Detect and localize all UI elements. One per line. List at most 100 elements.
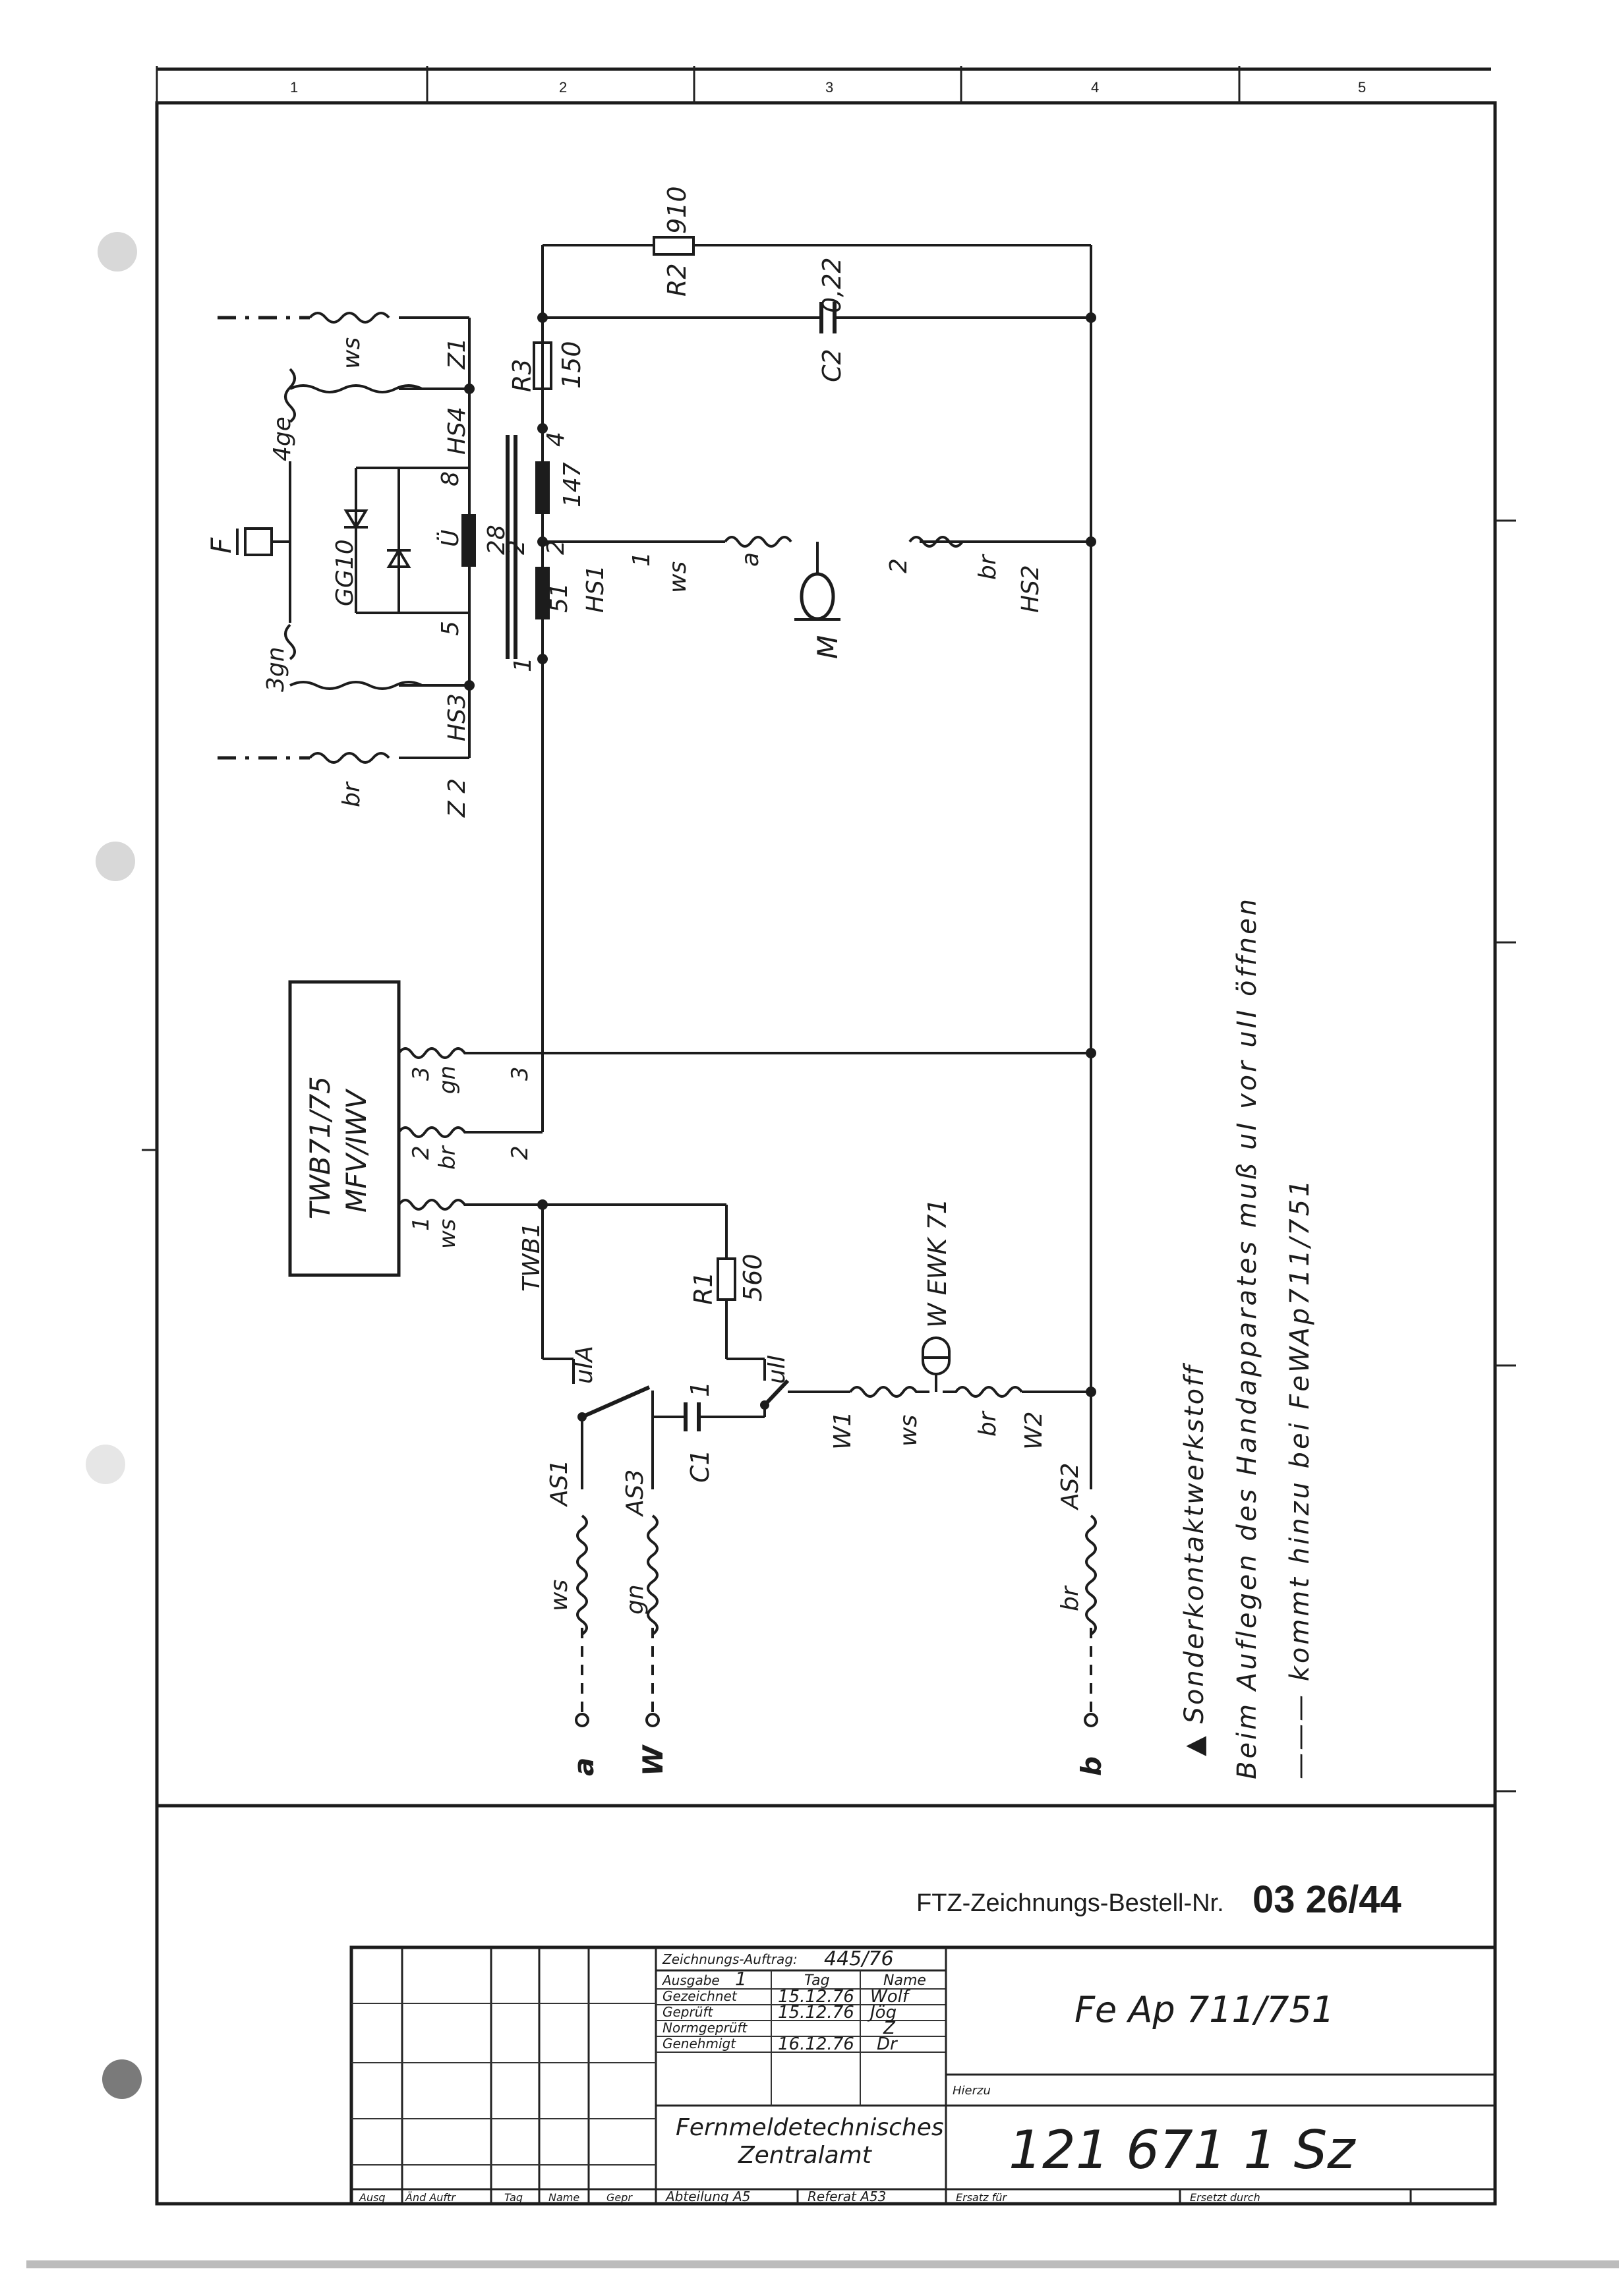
keypad-module-line1: TWB71/75 <box>304 1076 336 1219</box>
tag-header: Tag <box>804 1972 830 1989</box>
keypad-pin-ws: ws <box>434 1219 461 1249</box>
bottom-label-name: Name <box>548 2191 579 2204</box>
r1-resistor <box>717 1257 736 1301</box>
auftrag-value: 445/76 <box>824 1947 894 1970</box>
row-geprueft-label: Geprüft <box>662 2004 713 2020</box>
organisation-line2: Zentralamt <box>738 2142 873 2169</box>
order-number-value: 03 26/44 <box>1252 1878 1401 1921</box>
transformer-terminal: Ü <box>436 530 464 547</box>
wire-color-br-line: br <box>1057 1585 1084 1611</box>
r2-value: 910 <box>662 186 692 234</box>
organisation-line1: Fernmeldetechnisches <box>676 2114 944 2141</box>
row-genehmigt-label: Genehmigt <box>662 2036 736 2052</box>
dialer-cords <box>849 1386 1023 1398</box>
drawing-title: Fe Ap 711/751 <box>1074 1989 1334 2030</box>
terminal-hs1: HS1 <box>582 565 609 613</box>
junction-dots <box>464 312 1096 1397</box>
handset-cord-wires <box>284 312 964 764</box>
line-cords <box>576 1514 1097 1636</box>
bottom-label-abteilung: Abteilung A5 <box>664 2189 750 2204</box>
bottom-label-ersetzt: Ersetzt durch <box>1190 2191 1260 2204</box>
terminal-w1: W1 <box>829 1412 856 1450</box>
transformer-terminal: 2 <box>543 540 570 555</box>
zone-label: 4 <box>1091 79 1099 96</box>
row-gezeichnet-label: Gezeichnet <box>662 1988 738 2004</box>
line-terminal-w <box>645 1713 660 1727</box>
keypad-pin-2: 2 <box>408 1145 434 1160</box>
r3-value: 150 <box>557 341 586 389</box>
switch-uii-label: uII <box>763 1355 790 1384</box>
punch-hole <box>86 1445 125 1484</box>
terminal-z1: Z1 <box>444 337 471 370</box>
zone-label: 1 <box>290 79 298 96</box>
terminal-w2: W2 <box>1020 1412 1047 1450</box>
row-geprueft-date: 15.12.76 <box>778 2003 854 2023</box>
keypad-pin-br: br <box>434 1145 461 1170</box>
transformer-terminal: 4 <box>543 432 570 447</box>
c1-label: C1 <box>686 1449 715 1483</box>
transformer-winding-28 <box>461 514 476 567</box>
keypad-pin-2b: 2 <box>507 1145 533 1160</box>
keypad-module-box <box>288 980 401 1277</box>
r2-resistor <box>653 236 695 256</box>
punch-hole <box>96 842 135 881</box>
earpiece-label: F <box>205 537 237 554</box>
note-optional: ——— kommt hinzu bei FeWAp711/751 <box>1285 1178 1315 1780</box>
wire-color-br-dial: br <box>974 1410 1001 1437</box>
scan-edge <box>26 2260 1619 2268</box>
switch-uia-label: uIA <box>571 1346 598 1384</box>
name-header: Name <box>883 1972 926 1989</box>
wire-color-4ge: 4ge <box>269 416 296 461</box>
ausgabe-label: Ausgabe <box>661 1972 720 1988</box>
terminal-hs4: HS4 <box>444 407 471 455</box>
dialer-label: W EWK 71 <box>923 1198 952 1328</box>
terminal-z2: Z 2 <box>444 778 471 818</box>
r3-label: R3 <box>508 359 537 392</box>
keypad-module-line2: MFV/IWV <box>340 1088 372 1213</box>
keypad-pin-gn: gn <box>434 1066 461 1094</box>
transformer-winding-51 <box>535 567 550 619</box>
wire-color-ws: ws <box>338 337 365 369</box>
row-genehmigt-date: 16.12.76 <box>778 2034 854 2054</box>
terminal-1: 1 <box>628 552 655 567</box>
rectifier-diodes <box>343 509 411 568</box>
terminal-2: 2 <box>885 558 912 573</box>
terminal-as3: AS3 <box>622 1470 649 1517</box>
microphone-symbol <box>794 542 840 621</box>
transformer-ratio-top: 2 <box>503 540 530 555</box>
note-special-contact: ▲ Sonderkontaktwerkstoff <box>1179 1362 1210 1756</box>
title-block-grid <box>349 1945 1497 2206</box>
terminal-as2: AS2 <box>1057 1463 1084 1510</box>
row-genehmigt-name: Dr <box>877 2034 898 2054</box>
dialer-symbol <box>922 1336 951 1392</box>
wire-color-3gn: 3gn <box>262 646 289 692</box>
row-gezeichnet-date: 15.12.76 <box>778 1987 854 2007</box>
hook-switch-contacts <box>572 1359 790 1421</box>
keypad-pin-3b: 3 <box>507 1066 533 1081</box>
bottom-label-aend: Änd Auftr <box>405 2191 456 2204</box>
wire-color-ws-line: ws <box>546 1580 573 1611</box>
keypad-pin-3: 3 <box>408 1066 434 1081</box>
zone-label: 5 <box>1358 79 1366 96</box>
order-number-label: FTZ-Zeichnungs-Bestell-Nr. <box>916 1889 1224 1917</box>
rectifier-label: GG10 <box>332 539 359 606</box>
transformer-terminal: 8 <box>437 471 464 486</box>
row-gezeichnet-name: Wolf <box>870 1987 911 2007</box>
transformer-ratio-bottom: 28 <box>483 525 510 555</box>
keypad-connectors <box>397 1047 491 1211</box>
wire-color-ws-mic: ws <box>664 561 692 593</box>
bottom-label-gepr: Gepr <box>606 2191 633 2204</box>
c2-capacitor <box>819 302 837 333</box>
transformer-winding-147 <box>535 461 550 514</box>
note-hook-order: Beim Auflegen des Handapparates muß uI v… <box>1232 896 1262 1779</box>
row-geprueft-name: Jög <box>867 2003 897 2023</box>
transformer-winding-label: 147 <box>559 462 586 507</box>
wire-color-gn-line: gn <box>622 1584 649 1615</box>
ausgabe-value: 1 <box>735 1968 747 1990</box>
c1-value: 1 <box>686 1381 715 1397</box>
c2-value: 0,22 <box>817 257 846 313</box>
bottom-label-referat: Referat A53 <box>808 2189 886 2204</box>
line-terminal-b-label: b <box>1075 1756 1107 1776</box>
line-terminal-a-label: a <box>568 1758 600 1776</box>
r1-label: R1 <box>689 1271 718 1305</box>
